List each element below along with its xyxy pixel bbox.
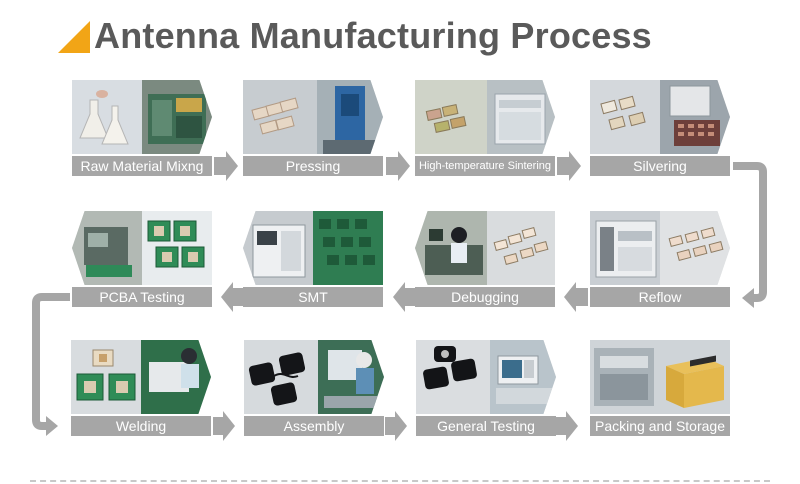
arrow-right-3	[557, 151, 581, 181]
ceramic-blocks-photo	[243, 80, 383, 154]
step-label: Debugging	[415, 287, 555, 307]
step-pressing: Pressing	[243, 80, 383, 176]
step-high-temperature-sintering: High-temperature Sintering	[415, 80, 555, 176]
arrow-right-4	[213, 411, 235, 441]
debugging-workstation-photo	[415, 211, 555, 285]
step-pcba-testing: PCBA Testing	[72, 211, 212, 307]
step-label: General Testing	[416, 416, 556, 436]
step-reflow: Reflow	[590, 211, 730, 307]
pcba-board-photo	[72, 211, 212, 285]
step-label: Raw Material Mixng	[72, 156, 212, 176]
step-raw-material-mixing: Raw Material Mixng	[72, 80, 212, 176]
step-packing-and-storage: Packing and Storage	[590, 340, 730, 436]
general-testing-photo	[416, 340, 556, 414]
connector-right-bend	[733, 162, 767, 302]
footer-divider	[30, 480, 770, 482]
sintering-furnace-photo	[415, 80, 555, 154]
step-assembly: Assembly	[244, 340, 384, 436]
arrow-right-5	[385, 411, 407, 441]
step-silvering: Silvering	[590, 80, 730, 176]
step-smt: SMT	[243, 211, 383, 307]
smt-machine-photo	[243, 211, 383, 285]
page-title: Antenna Manufacturing Process	[94, 15, 652, 56]
packing-box-photo	[590, 340, 730, 414]
step-label: PCBA Testing	[72, 287, 212, 307]
step-welding: Welding	[71, 340, 211, 436]
arrow-right-1	[214, 151, 238, 181]
arrow-left-3	[221, 282, 245, 312]
arrow-left-2	[393, 282, 417, 312]
reflow-oven-photo	[590, 211, 730, 285]
arrow-right-6	[556, 411, 578, 441]
silvered-patch-photo	[590, 80, 730, 154]
connector-left-bend	[32, 293, 70, 430]
step-label: Welding	[71, 416, 211, 436]
step-label: Pressing	[243, 156, 383, 176]
step-label: Reflow	[590, 287, 730, 307]
step-label: SMT	[243, 287, 383, 307]
arrow-left-1	[564, 282, 588, 312]
step-label: High-temperature Sintering	[415, 156, 555, 176]
step-label: Packing and Storage	[590, 416, 730, 436]
step-label: Silvering	[590, 156, 730, 176]
welding-photo	[71, 340, 211, 414]
arrow-right-2	[386, 151, 410, 181]
lab-flask-photo	[72, 80, 212, 154]
assembly-photo	[244, 340, 384, 414]
step-general-testing: General Testing	[416, 340, 556, 436]
title-triangle-icon	[58, 21, 90, 53]
step-label: Assembly	[244, 416, 384, 436]
step-debugging: Debugging	[415, 211, 555, 307]
